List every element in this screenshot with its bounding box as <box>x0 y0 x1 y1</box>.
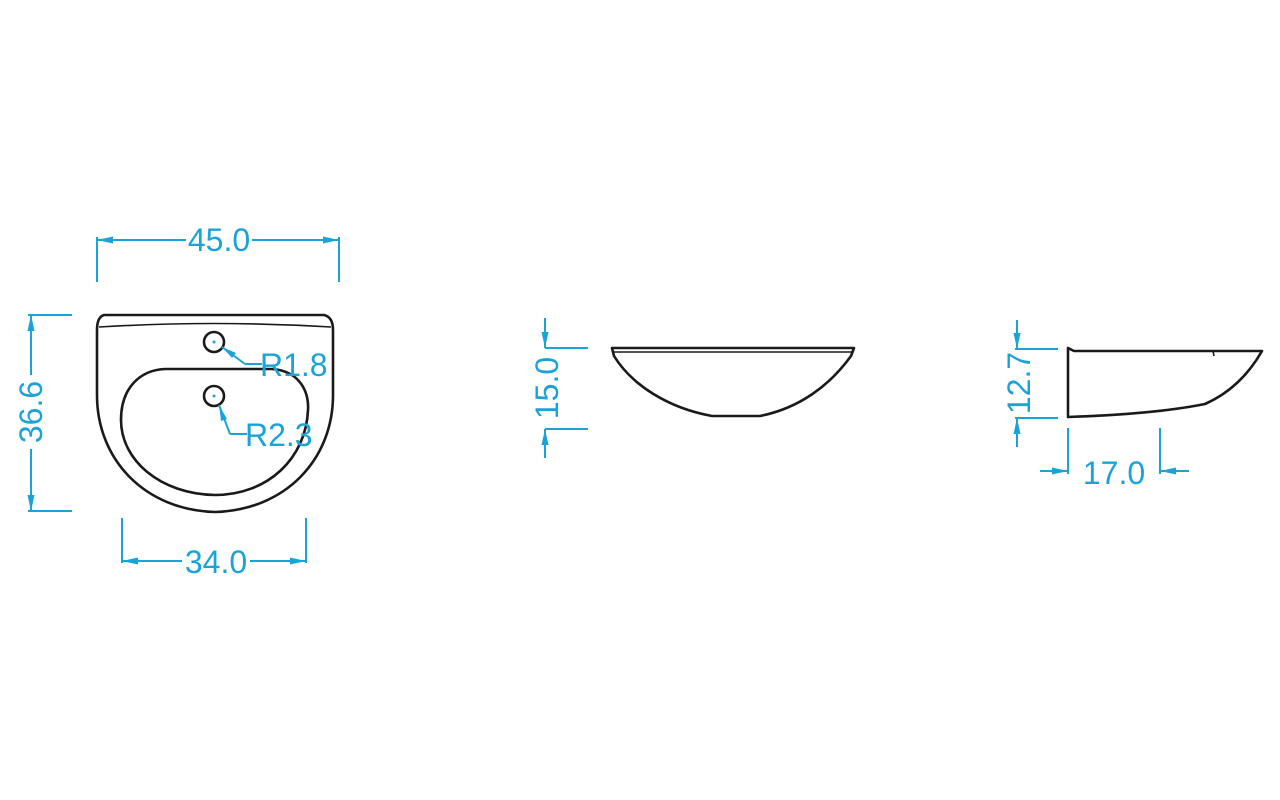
front-view: 15.0 <box>529 318 856 458</box>
basin-inner-bowl <box>119 367 310 497</box>
dimension-label-overall-width: 45.0 <box>188 222 250 258</box>
dimension-overall-width: 45.0 <box>96 222 340 282</box>
dimension-label-bowl-width: 34.0 <box>185 544 247 580</box>
side-view: 12.7 17.0 <box>1001 320 1264 491</box>
top-view: 45.0 36.6 34.0 R1.8 <box>13 222 340 580</box>
side-basin-outline <box>1066 346 1264 419</box>
dimension-label-side-projection: 17.0 <box>1083 455 1145 491</box>
dimension-bowl-width: 34.0 <box>121 518 307 580</box>
dimension-overall-depth: 36.6 <box>13 314 72 512</box>
dimension-side-projection: 17.0 <box>1040 428 1189 491</box>
basin-rim-line <box>98 322 332 328</box>
basin-outer-outline <box>95 313 335 514</box>
label-tap-hole-radius: R1.8 <box>260 347 328 383</box>
drain-hole <box>202 384 226 408</box>
dimension-side-height: 12.7 <box>1001 320 1058 447</box>
leader-drain-radius: R2.3 <box>218 404 313 453</box>
dimension-label-front-height: 15.0 <box>529 357 565 419</box>
label-drain-radius: R2.3 <box>245 417 313 453</box>
tap-hole <box>202 330 226 354</box>
front-basin-outline <box>610 346 856 418</box>
leader-tap-hole-radius: R1.8 <box>221 346 328 383</box>
dimension-label-overall-depth: 36.6 <box>13 381 49 443</box>
dimension-label-side-height: 12.7 <box>1001 352 1037 414</box>
dimension-front-height: 15.0 <box>529 318 588 458</box>
